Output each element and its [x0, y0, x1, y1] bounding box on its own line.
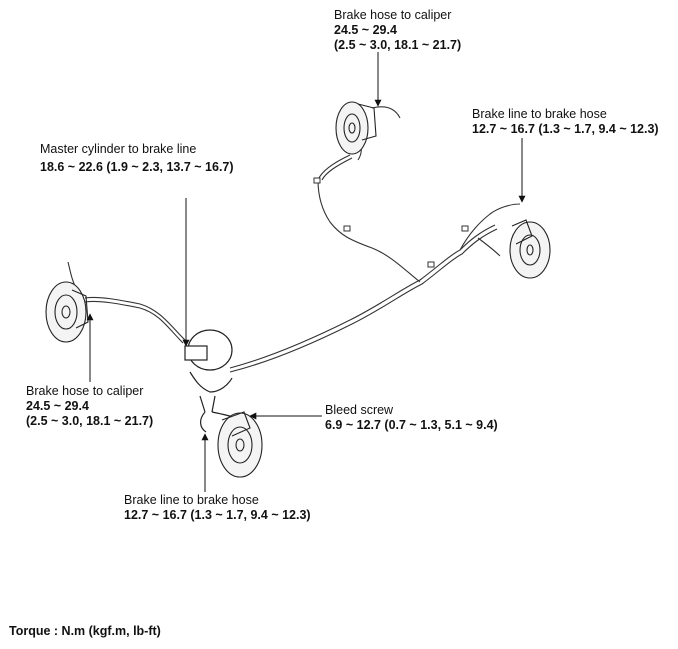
callout-value: (2.5 ~ 3.0, 18.1 ~ 21.7) [334, 38, 462, 52]
callout-value: 24.5 ~ 29.4 [334, 23, 397, 37]
main-brake-line [229, 154, 498, 373]
master-cylinder [184, 329, 241, 433]
front-left-disc [45, 281, 89, 343]
leader-lines [86, 52, 526, 492]
rear-left-disc [335, 101, 377, 155]
callout-value: 6.9 ~ 12.7 (0.7 ~ 1.3, 5.1 ~ 9.4) [325, 418, 498, 432]
callout-title: Brake hose to caliper [26, 384, 144, 398]
callout-master-cylinder: Master cylinder to brake line 18.6 ~ 22.… [40, 142, 234, 175]
callout-bleed-screw: Bleed screw 6.9 ~ 12.7 (0.7 ~ 1.3, 5.1 ~… [325, 403, 498, 433]
rear-right-line [459, 203, 521, 257]
front-right-disc [217, 411, 263, 478]
callout-title: Master cylinder to brake line [40, 142, 197, 156]
line-clips [313, 177, 469, 268]
callout-title: Brake hose to caliper [334, 8, 452, 22]
callout-value: (2.5 ~ 3.0, 18.1 ~ 21.7) [26, 414, 154, 428]
callout-front-line-to-hose: Brake line to brake hose 12.7 ~ 16.7 (1.… [124, 493, 311, 523]
callout-title: Bleed screw [325, 403, 394, 417]
callout-value: 12.7 ~ 16.7 (1.3 ~ 1.7, 9.4 ~ 12.3) [472, 122, 659, 136]
callout-value: 18.6 ~ 22.6 (1.9 ~ 2.3, 13.7 ~ 16.7) [40, 160, 234, 174]
rear-right-disc [509, 219, 551, 279]
callout-value: 12.7 ~ 16.7 (1.3 ~ 1.7, 9.4 ~ 12.3) [124, 508, 311, 522]
callout-title: Brake line to brake hose [472, 107, 607, 121]
callout-value: 24.5 ~ 29.4 [26, 399, 89, 413]
callout-rear-line-to-hose: Brake line to brake hose 12.7 ~ 16.7 (1.… [472, 107, 659, 137]
callout-front-caliper: Brake hose to caliper 24.5 ~ 29.4 (2.5 ~… [26, 384, 153, 429]
callout-title: Brake line to brake hose [124, 493, 259, 507]
callout-rear-caliper: Brake hose to caliper 24.5 ~ 29.4 (2.5 ~… [334, 8, 461, 53]
torque-units-note: Torque : N.m (kgf.m, lb-ft) [9, 624, 161, 638]
